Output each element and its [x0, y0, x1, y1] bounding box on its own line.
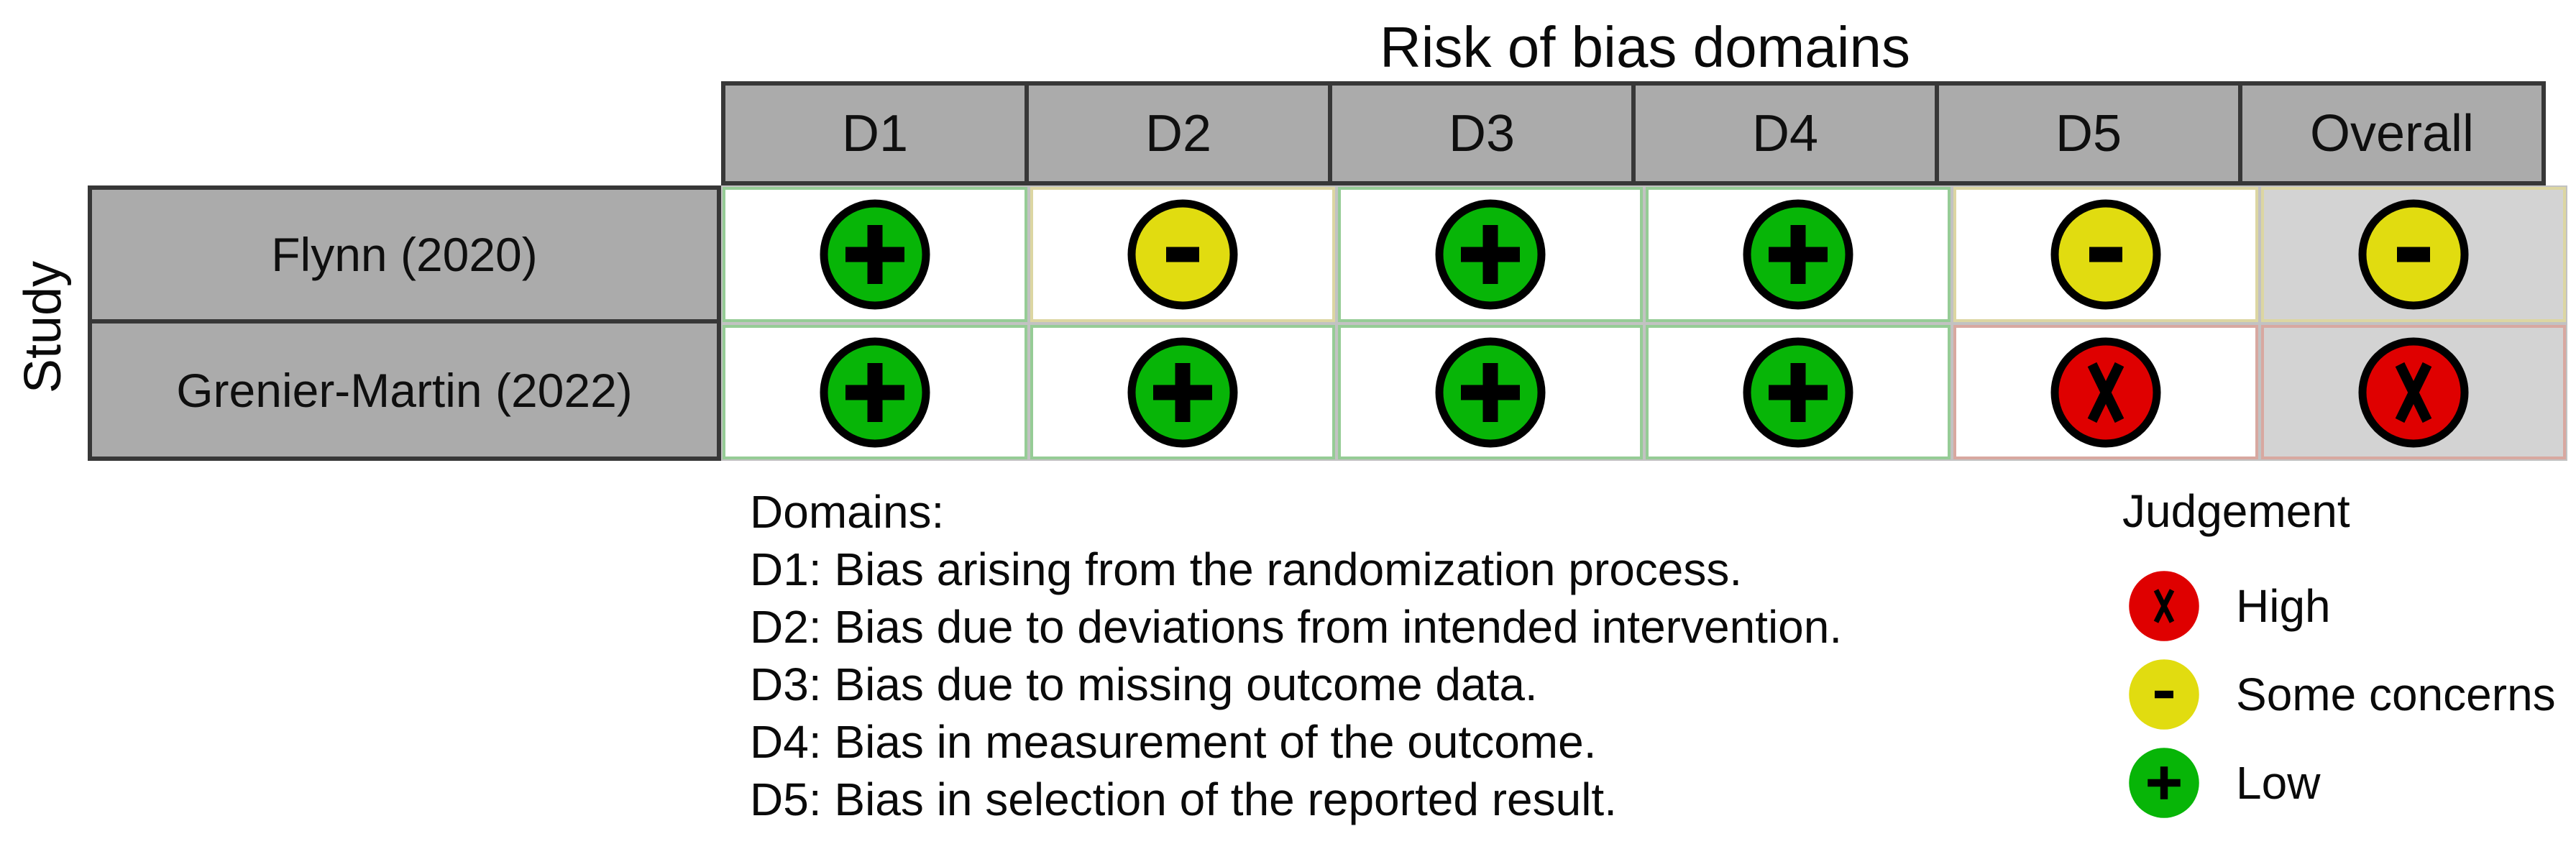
study-name-column: Flynn (2020) Grenier-Martin (2022) [88, 185, 721, 461]
legend-label-low: Low [2236, 757, 2321, 809]
low-traffic-light [1743, 337, 1853, 447]
domain-definition-d3: D3: Bias due to missing outcome data. [750, 659, 1538, 710]
header-cell-d1: D1 [721, 81, 1029, 185]
low-traffic-light [820, 199, 930, 310]
low-traffic-light [1435, 199, 1546, 310]
low-traffic-light [1435, 337, 1546, 447]
judgement-cell-flynn-d2 [1029, 185, 1337, 324]
header-cell-d5: D5 [1935, 81, 2242, 185]
low-risk-icon [2127, 746, 2201, 820]
judgement-cell-flynn-overall [2260, 185, 2567, 324]
judgement-grid [721, 185, 2567, 461]
study-label-grenier-martin: Grenier-Martin (2022) [88, 319, 721, 461]
domain-definition-d1: D1: Bias arising from the randomization … [750, 543, 1743, 595]
legend-item-some-concerns: Some concerns [2121, 657, 2556, 732]
header-cell-overall: Overall [2238, 81, 2546, 185]
high-traffic-light [2129, 571, 2199, 641]
domain-definition-d5: D5: Bias in selection of the reported re… [750, 774, 1617, 825]
judgement-cell-grenier-d5 [1952, 324, 2260, 461]
plot-title: Risk of bias domains [1379, 15, 1911, 79]
judgement-cell-flynn-d5 [1952, 185, 2260, 324]
legend-title: Judgement [2122, 485, 2350, 537]
low-traffic-light [2129, 748, 2199, 818]
study-label-flynn: Flynn (2020) [88, 185, 721, 324]
header-cell-d3: D3 [1328, 81, 1636, 185]
low-traffic-light [1743, 199, 1853, 310]
judgement-cell-flynn-d4 [1644, 185, 1952, 324]
domains-heading: Domains: [750, 486, 945, 538]
judgement-cell-grenier-overall [2260, 324, 2567, 461]
high-traffic-light [2050, 337, 2161, 447]
legend-item-low: Low [2121, 746, 2320, 820]
legend-label-some-concerns: Some concerns [2236, 669, 2556, 720]
domains-footnote: Domains: D1: Bias arising from the rando… [750, 483, 1842, 828]
judgement-cell-flynn-d3 [1337, 185, 1644, 324]
judgement-cell-grenier-d1 [721, 324, 1029, 461]
domain-definition-d2: D2: Bias due to deviations from intended… [750, 601, 1843, 653]
some_concerns-traffic-light [2050, 199, 2161, 310]
judgement-cell-grenier-d3 [1337, 324, 1644, 461]
judgement-cell-grenier-d4 [1644, 324, 1952, 461]
low-traffic-light [1127, 337, 1238, 447]
header-cell-d4: D4 [1631, 81, 1939, 185]
judgement-cell-flynn-d1 [721, 185, 1029, 324]
some-concerns-icon [2127, 657, 2201, 732]
y-axis-label-study: Study [14, 260, 72, 394]
some_concerns-traffic-light [2129, 659, 2199, 730]
legend-label-high: High [2236, 580, 2331, 632]
judgement-legend: Judgement High Some concerns Low [2121, 473, 2574, 844]
legend-item-high: High [2121, 569, 2331, 643]
some_concerns-traffic-light [1127, 199, 1238, 310]
domain-definition-d4: D4: Bias in measurement of the outcome. [750, 716, 1597, 768]
high-risk-icon [2127, 569, 2201, 643]
header-cell-d2: D2 [1025, 81, 1332, 185]
some_concerns-traffic-light [2358, 199, 2469, 310]
domain-header-row: D1 D2 D3 D4 D5 Overall [721, 81, 2546, 185]
high-traffic-light [2358, 337, 2469, 447]
judgement-cell-grenier-d2 [1029, 324, 1337, 461]
low-traffic-light [820, 337, 930, 447]
